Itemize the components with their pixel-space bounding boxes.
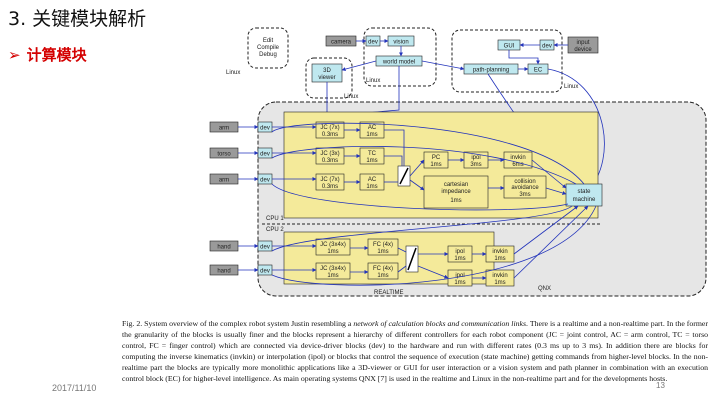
invkh2-label: invkin bbox=[492, 273, 507, 279]
jch1-label: JC (3x4x) bbox=[320, 242, 346, 248]
state-machine-label-2: machine bbox=[573, 197, 596, 203]
input-device-label-1: input bbox=[576, 40, 589, 46]
tc-label: TC bbox=[368, 151, 377, 157]
collision-time: 3ms bbox=[519, 192, 530, 198]
edit-label: Edit bbox=[263, 38, 274, 44]
invkin-label: invkin bbox=[510, 155, 525, 161]
system-diagram-svg: Edit Compile Debug Linux 3D viewer Linux… bbox=[209, 27, 707, 297]
viewer-label-1: 3D bbox=[323, 68, 331, 74]
torso-label: torso bbox=[217, 152, 231, 158]
caption-part-1: Fig. 2. System overview of the complex r… bbox=[122, 319, 354, 328]
jch1-time: 1ms bbox=[327, 249, 338, 255]
caption-part-2: . There is a realtime and a non-realtime… bbox=[122, 319, 708, 383]
invkin-time: 6ms bbox=[512, 162, 523, 168]
system-diagram: Edit Compile Debug Linux 3D viewer Linux… bbox=[188, 20, 708, 320]
jc3-label: JC (7x) bbox=[320, 177, 339, 183]
dev-host-group bbox=[247, 27, 289, 69]
vision-label: vision bbox=[393, 40, 408, 46]
ac2-label: AC bbox=[368, 177, 377, 183]
input-dev-label: dev bbox=[542, 44, 552, 50]
jc3-time: 0.3ms bbox=[322, 184, 338, 190]
cpu1-label: CPU 1 bbox=[266, 216, 284, 222]
input-device-label-2: device bbox=[574, 47, 592, 53]
subtitle-text: 计算模块 bbox=[26, 46, 87, 64]
vision-group bbox=[363, 27, 437, 87]
hardware-column: arm torso arm hand hand bbox=[209, 121, 239, 276]
rt-dev-column: dev dev dev dev dev bbox=[257, 121, 273, 276]
camera-label: camera bbox=[331, 40, 352, 46]
jc2-time: 0.3ms bbox=[322, 158, 338, 164]
cpu2-label: CPU 2 bbox=[266, 227, 284, 233]
ac2-time: 1ms bbox=[366, 184, 377, 190]
collision-label-1: collision bbox=[514, 179, 535, 185]
jc1-label: JC (7x) bbox=[320, 125, 339, 131]
page-number: 13 bbox=[656, 381, 665, 390]
viewer-label-2: viewer bbox=[318, 75, 335, 81]
planning-group bbox=[451, 29, 563, 93]
invkh2-time: 1ms bbox=[494, 280, 505, 286]
path-planning-label: path-planning bbox=[473, 68, 509, 74]
fc2-label: FC (4x) bbox=[373, 266, 393, 272]
collision-label-2: avoidance bbox=[511, 185, 539, 191]
arm2-label: arm bbox=[219, 178, 229, 184]
viewer-group bbox=[305, 57, 353, 99]
gui-label: GUI bbox=[504, 44, 515, 50]
tc-time: 1ms bbox=[366, 158, 377, 164]
arm1-label: arm bbox=[219, 126, 229, 132]
cartesian-label-2: impedance bbox=[441, 189, 471, 195]
slide-title: 3. 关键模块解析 bbox=[8, 8, 147, 30]
jc1-time: 0.3ms bbox=[322, 132, 338, 138]
fc2-time: 1ms bbox=[377, 273, 388, 279]
linux-dev-label: Linux bbox=[226, 70, 240, 76]
ipol-time: 3ms bbox=[470, 162, 481, 168]
caption-emphasis: network of calculation blocks and commun… bbox=[353, 319, 527, 328]
ipolh2-time: 1ms bbox=[454, 280, 465, 286]
cartesian-box bbox=[423, 175, 489, 209]
ipol-label: ipol bbox=[471, 155, 480, 161]
dev-torso-label: dev bbox=[260, 152, 270, 158]
slide-subtitle: ➢ 计算模块 bbox=[8, 44, 87, 65]
world-model-label: world model bbox=[382, 60, 415, 66]
arrow-bullet-icon: ➢ bbox=[8, 46, 21, 64]
linux-wm-label: Linux bbox=[366, 78, 380, 84]
dev-hand2-label: dev bbox=[260, 269, 270, 275]
compile-label: Compile bbox=[257, 45, 280, 51]
pc-time: 1ms bbox=[430, 162, 441, 168]
pc-label: PC bbox=[432, 155, 441, 161]
ac1-time: 1ms bbox=[366, 132, 377, 138]
realtime-label: REALTIME bbox=[374, 290, 404, 296]
rt-wires bbox=[238, 122, 597, 286]
invkh1-time: 1ms bbox=[494, 256, 505, 262]
slide-date: 2017/11/10 bbox=[52, 383, 97, 393]
linux-viewer-label: Linux bbox=[344, 94, 358, 100]
jch2-time: 1ms bbox=[327, 273, 338, 279]
ipolh1-label: ipol bbox=[455, 249, 464, 255]
camera-dev-label: dev bbox=[368, 40, 378, 46]
qnx-label: QNX bbox=[538, 286, 551, 292]
dev-arm1-label: dev bbox=[260, 126, 270, 132]
state-machine-label-1: state bbox=[577, 189, 591, 195]
ipolh2-label: ipol bbox=[455, 273, 464, 279]
cartesian-time: 1ms bbox=[450, 198, 461, 204]
fc1-label: FC (4x) bbox=[373, 242, 393, 248]
hand1-label: hand bbox=[217, 245, 230, 251]
ac1-label: AC bbox=[368, 125, 377, 131]
dev-arm2-label: dev bbox=[260, 178, 270, 184]
figure-caption: Fig. 2. System overview of the complex r… bbox=[122, 318, 708, 384]
debug-label: Debug bbox=[259, 52, 277, 58]
dev-hand1-label: dev bbox=[260, 245, 270, 251]
jc2-label: JC (3x) bbox=[320, 151, 339, 157]
ipolh1-time: 1ms bbox=[454, 256, 465, 262]
invkh1-label: invkin bbox=[492, 249, 507, 255]
linux-right-label: Linux bbox=[564, 84, 578, 90]
cartesian-label-1: cartesian bbox=[444, 182, 468, 188]
ec-label: EC bbox=[534, 68, 543, 74]
fc1-time: 1ms bbox=[377, 249, 388, 255]
jch2-label: JC (3x4x) bbox=[320, 266, 346, 272]
hand2-label: hand bbox=[217, 269, 230, 275]
